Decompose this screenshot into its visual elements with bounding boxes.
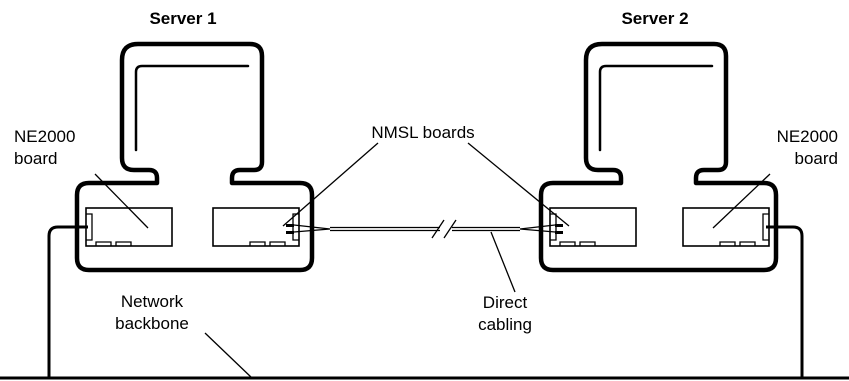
network-backbone-label-line1: Network	[121, 292, 184, 311]
direct-cabling-label-line1: Direct	[483, 293, 528, 312]
backbone-drop-right	[766, 225, 804, 378]
server-2-title: Server 2	[621, 9, 688, 28]
server-2-screen	[598, 64, 714, 152]
server-2-ne2000-board	[682, 207, 770, 247]
backbone-drop-left	[47, 225, 88, 378]
ne2000-right-label-line2: board	[795, 149, 838, 168]
leader-lines	[94, 142, 771, 379]
server-2-nmsl-board	[549, 207, 637, 247]
server-1-nmsl-board	[212, 207, 300, 247]
server-1-outline	[74, 41, 315, 273]
server-1-title: Server 1	[149, 9, 216, 28]
ne2000-left-label-line2: board	[14, 149, 57, 168]
ne2000-right-label-line1: NE2000	[777, 127, 838, 146]
network-backbone	[0, 225, 849, 380]
direct-cable	[293, 219, 556, 239]
server-2	[538, 41, 779, 273]
network-backbone-label-line2: backbone	[115, 314, 189, 333]
server-1-ne2000-board	[85, 207, 173, 247]
server-1	[74, 41, 315, 273]
ne2000-left-label-line1: NE2000	[14, 127, 75, 146]
server-1-screen	[134, 64, 250, 152]
nmsl-boards-label: NMSL boards	[371, 123, 474, 142]
server-2-outline	[538, 41, 779, 273]
direct-cabling-label-line2: cabling	[478, 315, 532, 334]
